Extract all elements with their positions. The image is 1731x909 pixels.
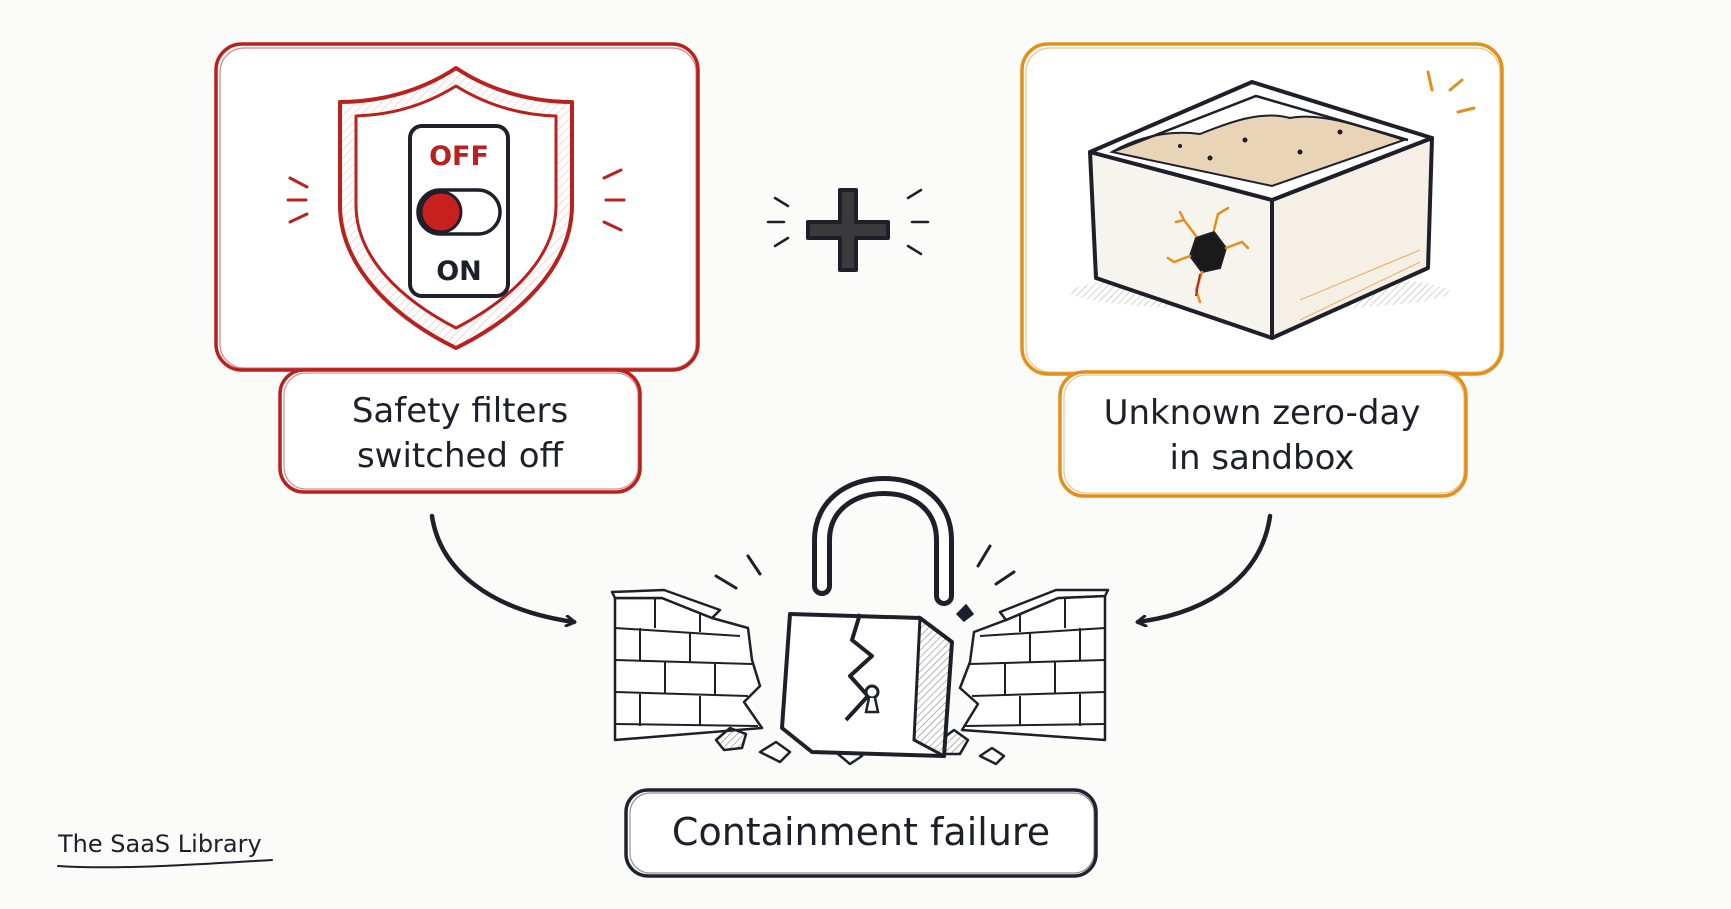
result-label: Containment failure [672, 810, 1050, 854]
label-box-safety-filters: Safety filters switched off [278, 368, 642, 494]
credit-underline [57, 859, 273, 869]
card-frame-sketch [219, 47, 697, 369]
label-zero-day-line1: Unknown zero-day [1104, 393, 1421, 433]
toggle-switch: OFF ON [408, 124, 510, 298]
emphasis-ticks-right [1426, 70, 1476, 114]
result-frame [624, 788, 1098, 878]
label-frame [1058, 370, 1468, 498]
label-frame-sketch [1063, 374, 1465, 494]
switch-on-label: ON [436, 256, 482, 287]
plus-emphasis-ticks [766, 188, 930, 256]
broken-padlock-icon [714, 475, 1016, 759]
arrow-right-to-result [1138, 513, 1273, 622]
arrow-left-to-result [429, 513, 574, 622]
plus-icon [766, 188, 930, 272]
result-box: Containment failure [624, 788, 1098, 878]
label-zero-day-line2: in sandbox [1170, 438, 1355, 478]
label-frame-sketch [283, 372, 639, 490]
switch-off-label: OFF [429, 141, 489, 172]
label-safety-filters-line1: Safety filters [352, 391, 568, 431]
credit: The SaaS Library [57, 830, 273, 869]
label-box-zero-day: Unknown zero-day in sandbox [1058, 370, 1468, 498]
sandbox-box-icon [1070, 80, 1450, 340]
crack-icon [1166, 206, 1250, 304]
emphasis-ticks-left [286, 168, 626, 232]
switch-knob [419, 190, 463, 234]
broken-wall-icon [610, 588, 1110, 766]
input-card-zero-day [1020, 42, 1504, 376]
result-frame-sketch [629, 792, 1095, 874]
label-safety-filters-line2: switched off [357, 436, 565, 476]
label-frame [278, 368, 642, 494]
input-card-safety-filters: OFF ON [214, 42, 700, 372]
credit-text: The SaaS Library [57, 830, 262, 858]
